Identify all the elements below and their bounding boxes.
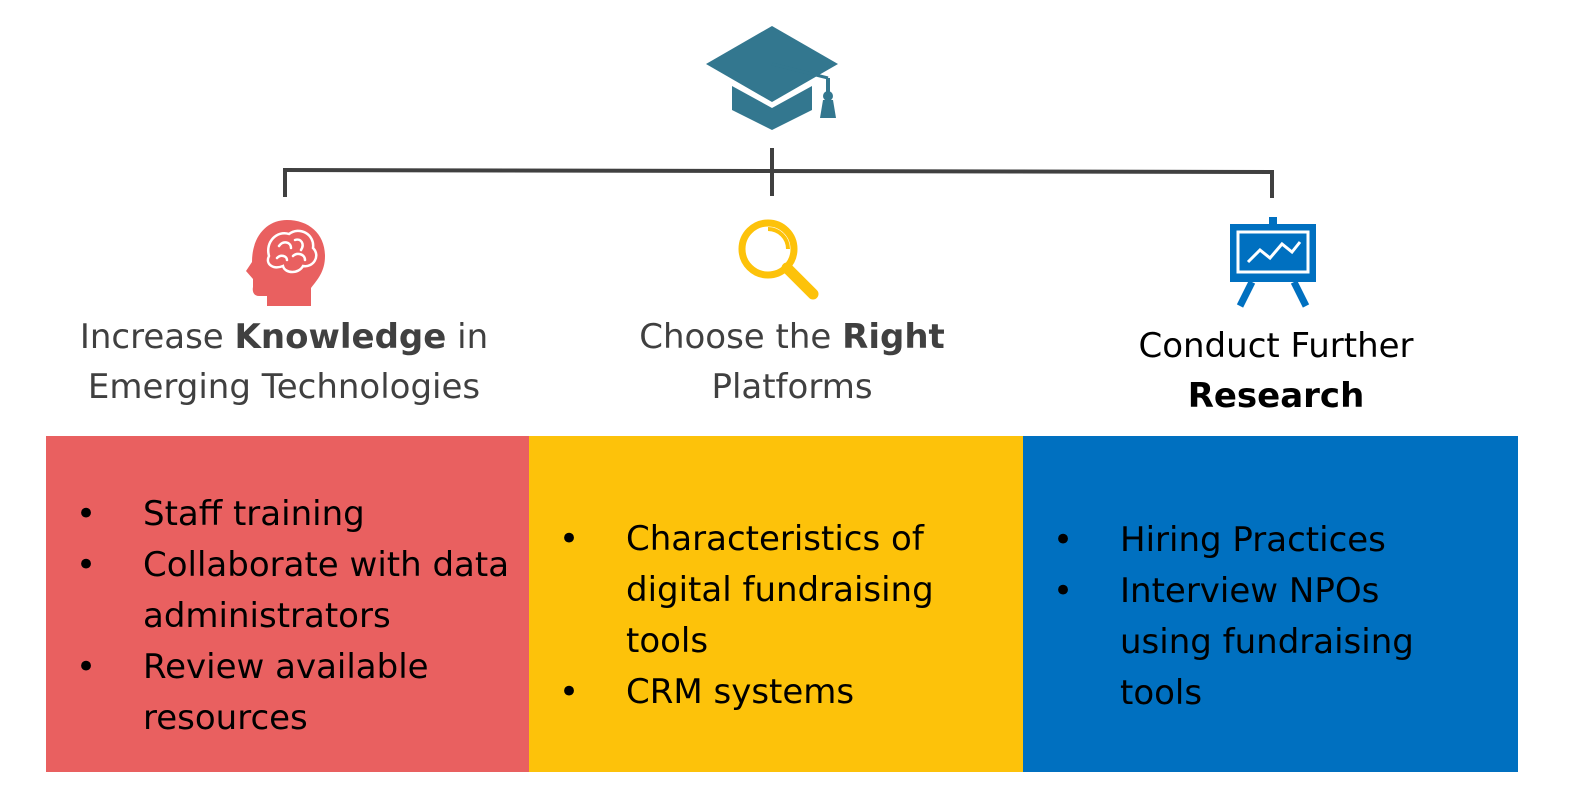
heading-line-2: Platforms <box>711 367 873 407</box>
heading-text: Increase <box>79 317 235 357</box>
list-item: • Hiring Practices <box>1023 515 1518 566</box>
list-item: • Collaborate with data <box>46 540 529 591</box>
heading-line-2: Emerging Technologies <box>87 367 481 407</box>
heading-bold: Right <box>842 317 945 357</box>
panel-knowledge: • Staff training • Collaborate with data a… <box>46 436 529 772</box>
list-item-text: administrators <box>143 596 391 636</box>
branch-heading-research: Conduct Further Research <box>1076 321 1476 421</box>
list-item-continuation: digital fundraising <box>529 565 1023 616</box>
list-item-text: Hiring Practices <box>1120 520 1386 560</box>
bullet: • <box>1053 571 1074 611</box>
list-item-text: Characteristics of <box>626 519 924 559</box>
list-item-continuation: tools <box>1023 668 1518 719</box>
list-item-text: tools <box>1120 673 1203 713</box>
panel-platforms: •Characteristics of digital fundraising … <box>529 436 1023 772</box>
bullet: • <box>1053 520 1074 560</box>
bullet-list: • Hiring Practices • Interview NPOs using … <box>1023 515 1518 719</box>
presentation-chart-icon <box>1230 217 1316 308</box>
panel-research: • Hiring Practices • Interview NPOs using … <box>1023 436 1518 772</box>
bullet-list: •Characteristics of digital fundraising … <box>529 514 1023 718</box>
list-item-continuation: administrators <box>46 591 529 642</box>
list-item-text: using fundraising <box>1120 622 1414 662</box>
branch-heading-platforms: Choose the Right Platforms <box>582 312 1002 412</box>
list-item: • Staff training <box>46 489 529 540</box>
heading-bold: Research <box>1187 376 1365 416</box>
list-item-text: Staff training <box>143 494 365 534</box>
bullet: • <box>76 545 97 585</box>
magnifying-glass-icon <box>738 219 819 300</box>
bullet-list: • Staff training • Collaborate with data a… <box>46 489 529 744</box>
list-item-continuation: using fundraising <box>1023 617 1518 668</box>
list-item-text: Collaborate with data <box>143 545 510 585</box>
list-item-text: digital fundraising <box>626 570 934 610</box>
list-item-continuation: tools <box>529 616 1023 667</box>
branch-heading-knowledge: Increase Knowledge in Emerging Technolog… <box>66 312 502 412</box>
graduation-cap-icon <box>706 26 838 130</box>
list-item: • Characteristics of <box>529 514 1023 565</box>
heading-text: in <box>446 317 489 357</box>
connector-bar <box>284 168 1273 174</box>
list-item: • Review available <box>46 642 529 693</box>
list-item-continuation: resources <box>46 693 529 744</box>
list-item-text: resources <box>143 698 308 738</box>
heading-text: Conduct Further <box>1138 326 1414 366</box>
list-item: • Interview NPOs <box>1023 566 1518 617</box>
list-item-text: Review available <box>143 647 429 687</box>
list-item-text: Interview NPOs <box>1120 571 1380 611</box>
heading-bold: Knowledge <box>234 317 447 357</box>
heading-text: Choose the <box>639 317 843 357</box>
list-item-text: tools <box>626 621 709 661</box>
bullet: • <box>76 494 97 534</box>
brain-head-icon <box>246 220 325 306</box>
bullet: • <box>76 647 97 687</box>
bullet: • <box>559 672 580 712</box>
list-item: • CRM systems <box>529 667 1023 718</box>
bullet: • <box>559 519 580 559</box>
list-item-text: CRM systems <box>626 672 855 712</box>
